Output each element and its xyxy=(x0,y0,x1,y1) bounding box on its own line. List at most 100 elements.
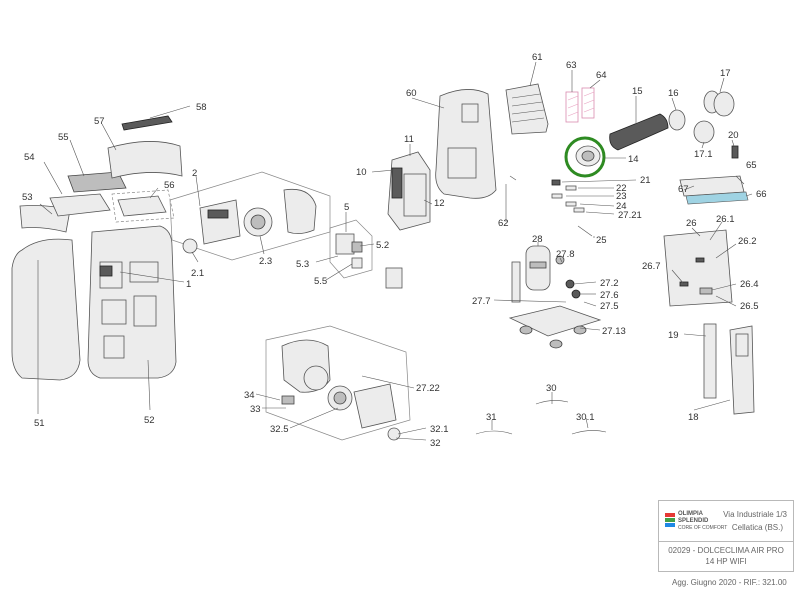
electrical-box-5 xyxy=(335,233,363,269)
label-34: 34 xyxy=(244,390,255,401)
label-2: 2 xyxy=(192,168,197,179)
base-tray-27-13 xyxy=(508,305,602,349)
part-labels: 1 2 2.1 2.3 5 5.2 5.3 5.5 10 11 12 14 15… xyxy=(22,52,767,449)
filter-63-64 xyxy=(565,87,595,123)
title-block: OLIMPIA SPLENDID CORE OF COMFORT Via Ind… xyxy=(658,500,794,572)
connector-block xyxy=(385,267,403,289)
adapter-14 xyxy=(575,145,601,167)
rear-grille-61 xyxy=(505,83,549,135)
side-panel-19 xyxy=(703,323,717,399)
front-panel-51 xyxy=(11,238,81,381)
fan-housing-2 xyxy=(182,188,317,254)
label-17-1: 17.1 xyxy=(694,149,713,160)
highlight-circle xyxy=(564,136,606,178)
label-27-6: 27.6 xyxy=(600,290,619,301)
label-25: 25 xyxy=(596,235,607,246)
label-57: 57 xyxy=(94,116,105,127)
hose-15 xyxy=(609,113,669,151)
label-27-21: 27.21 xyxy=(618,210,642,221)
label-52: 52 xyxy=(144,415,155,426)
label-65: 65 xyxy=(746,160,757,171)
blower-32 xyxy=(281,339,401,441)
label-56: 56 xyxy=(164,180,175,191)
label-66: 66 xyxy=(756,189,767,200)
brand-line-1: OLIMPIA xyxy=(678,511,703,517)
label-21: 21 xyxy=(640,175,651,186)
label-32: 32 xyxy=(430,438,441,449)
label-26-1: 26.1 xyxy=(716,214,735,225)
brand-line-2: SPLENDID xyxy=(678,518,709,524)
label-22: 22 xyxy=(616,183,627,194)
group-outline-5 xyxy=(329,219,373,279)
label-18: 18 xyxy=(688,412,699,423)
fittings-21-25 xyxy=(551,179,593,237)
label-26-5: 26.5 xyxy=(740,301,759,312)
label-5-2: 5.2 xyxy=(376,240,389,251)
label-58: 58 xyxy=(196,102,207,113)
label-67: 67 xyxy=(678,184,689,195)
label-55: 55 xyxy=(58,132,69,143)
label-62: 62 xyxy=(498,218,509,229)
label-54: 54 xyxy=(24,152,35,163)
label-27-8: 27.8 xyxy=(556,249,575,260)
label-16: 16 xyxy=(668,88,679,99)
small-part-20 xyxy=(731,145,739,159)
label-15: 15 xyxy=(632,86,643,97)
valves-27 xyxy=(555,255,581,299)
model-line-2: 14 HP WIFI xyxy=(705,557,747,566)
address-line-1: Via Industriale 1/3 xyxy=(723,510,787,519)
label-53: 53 xyxy=(22,192,33,203)
label-27-5: 27.5 xyxy=(600,301,619,312)
address-line-2: Cellatica (BS.) xyxy=(731,523,783,532)
coupling-16 xyxy=(668,109,686,131)
rear-cabinet-60 xyxy=(435,89,497,199)
label-27-13: 27.13 xyxy=(602,326,626,337)
label-5: 5 xyxy=(344,202,349,213)
nozzle-17-1 xyxy=(693,120,715,144)
control-board-56 xyxy=(111,189,175,223)
label-23: 23 xyxy=(616,191,627,202)
label-27-22: 27.22 xyxy=(416,383,440,394)
brand-text: OLIMPIA SPLENDID CORE OF COMFORT xyxy=(678,511,727,532)
label-2-3: 2.3 xyxy=(259,256,272,267)
label-33: 33 xyxy=(250,404,261,415)
chassis-52 xyxy=(87,225,177,379)
control-panel-26 xyxy=(663,229,733,307)
label-5-3: 5.3 xyxy=(296,259,309,270)
logo-bars-icon xyxy=(665,513,675,529)
top-frame-54 xyxy=(49,193,111,217)
drain-hose-31 xyxy=(475,430,513,435)
top-cover-57 xyxy=(107,141,183,179)
label-27-2: 27.2 xyxy=(600,278,619,289)
brand-logo: OLIMPIA SPLENDID CORE OF COMFORT xyxy=(665,511,727,533)
leader-lines xyxy=(37,61,753,441)
brand-line-3: CORE OF COMFORT xyxy=(678,525,728,531)
label-17: 17 xyxy=(720,68,731,79)
label-10: 10 xyxy=(356,167,367,178)
model-line-1: 02029 - DOLCECLIMA AIR PRO xyxy=(668,546,784,555)
label-1: 1 xyxy=(186,279,191,290)
label-26-2: 26.2 xyxy=(738,236,757,247)
label-28: 28 xyxy=(532,234,543,245)
label-5-5: 5.5 xyxy=(314,276,327,287)
title-block-divider xyxy=(659,541,793,542)
label-51: 51 xyxy=(34,418,45,429)
drain-hose-30-1 xyxy=(571,430,607,435)
label-64: 64 xyxy=(596,70,607,81)
label-20: 20 xyxy=(728,130,739,141)
label-30-1: 30.1 xyxy=(576,412,595,423)
compressor-28 xyxy=(511,245,551,303)
label-24: 24 xyxy=(616,201,627,212)
revision-footer: Agg. Giugno 2020 - RIF.: 321.00 xyxy=(672,578,787,587)
group-outline-32 xyxy=(265,325,411,441)
label-26-4: 26.4 xyxy=(740,279,759,290)
label-26: 26 xyxy=(686,218,697,229)
label-63: 63 xyxy=(566,60,577,71)
label-32-1: 32.1 xyxy=(430,424,449,435)
label-19: 19 xyxy=(668,330,679,341)
evaporator-10-12 xyxy=(387,151,431,231)
label-2-1: 2.1 xyxy=(191,268,204,279)
label-27-7: 27.7 xyxy=(472,296,491,307)
filter-65-67 xyxy=(679,175,749,205)
